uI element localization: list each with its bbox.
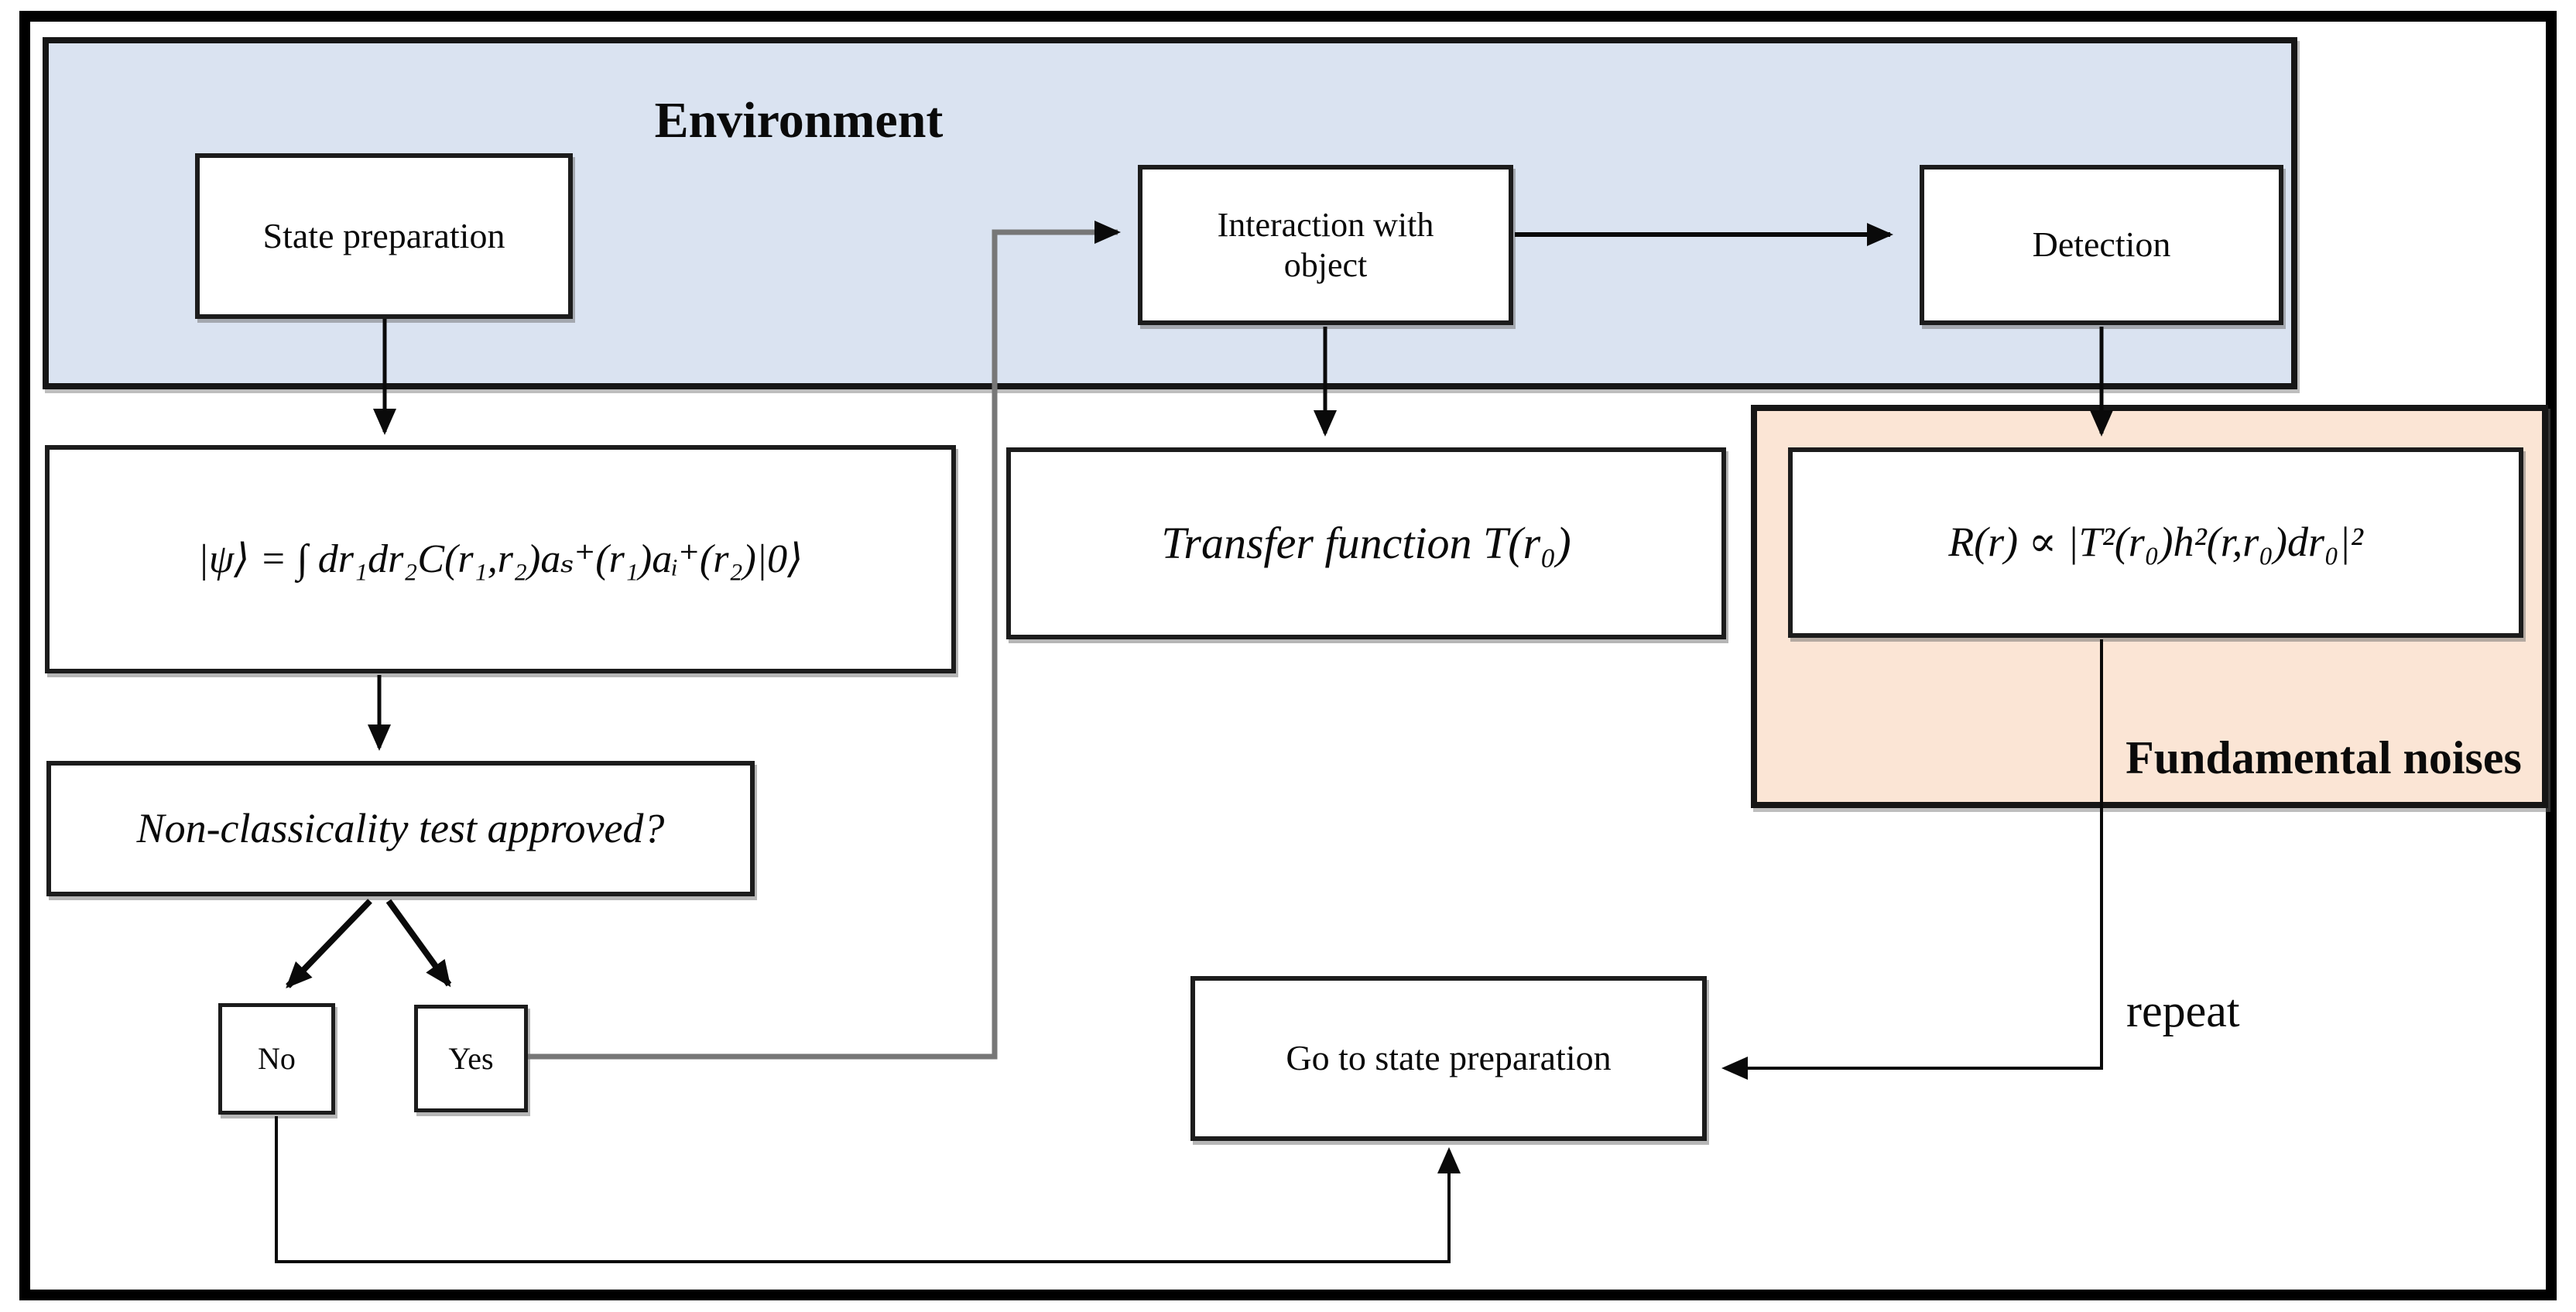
no-label: No: [258, 1041, 296, 1077]
transfer-function-formula: Transfer function T(r₀): [1161, 517, 1571, 568]
yes-label: Yes: [448, 1040, 494, 1076]
nonclassicality-test-label: Non-classicality test approved?: [136, 804, 665, 851]
psi-state-formula-box: |ψ⟩ = ∫ dr₁dr₂C(r₁,r₂)aₛ⁺(r₁)aᵢ⁺(r₂)|0⟩: [45, 445, 956, 673]
goto-state-preparation-label: Go to state preparation: [1286, 1038, 1612, 1078]
psi-state-formula: |ψ⟩ = ∫ dr₁dr₂C(r₁,r₂)aₛ⁺(r₁)aᵢ⁺(r₂)|0⟩: [197, 536, 803, 581]
goto-state-preparation-box: Go to state preparation: [1190, 976, 1707, 1141]
state-preparation-label: State preparation: [262, 215, 505, 255]
no-box: No: [218, 1003, 335, 1115]
interaction-label: Interaction with object: [1217, 205, 1434, 284]
repeat-label: repeat: [2126, 985, 2240, 1036]
transfer-function-box: Transfer function T(r₀): [1006, 447, 1726, 639]
detection-label: Detection: [2032, 224, 2171, 265]
yes-box: Yes: [414, 1005, 528, 1112]
fundamental-noises-title: Fundamental noises: [2126, 732, 2522, 783]
environment-title: Environment: [654, 92, 944, 149]
response-formula-box: R(r) ∝ |T²(r₀)h²(r,r₀)dr₀|²: [1788, 447, 2523, 638]
detection-box: Detection: [1920, 165, 2283, 325]
interaction-box: Interaction with object: [1138, 165, 1513, 325]
state-preparation-box: State preparation: [195, 153, 573, 319]
figure-border: [19, 11, 2557, 1300]
nonclassicality-test-box: Non-classicality test approved?: [46, 761, 755, 896]
response-formula: R(r) ∝ |T²(r₀)h²(r,r₀)dr₀|²: [1948, 519, 2363, 566]
